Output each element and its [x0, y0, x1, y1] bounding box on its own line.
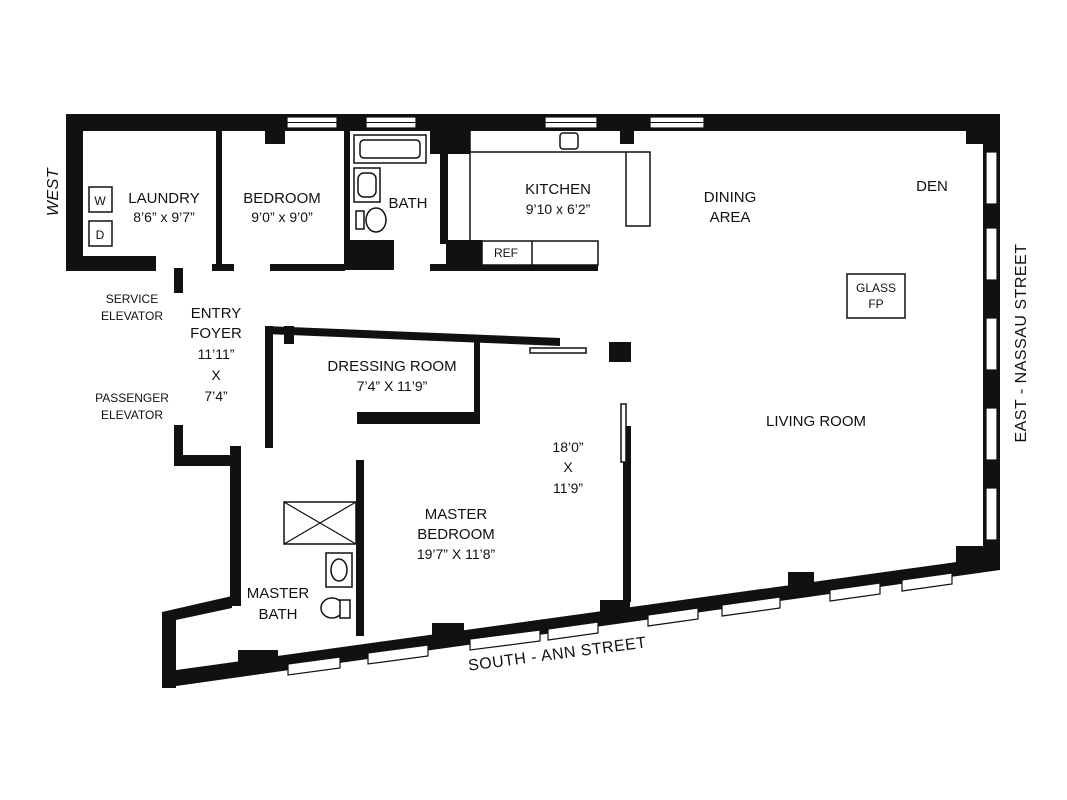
- living-dim-line2: X: [563, 459, 573, 475]
- living-dim-line1: 18’0”: [552, 439, 583, 455]
- kitchen-size: 9’10 x 6’2”: [526, 201, 591, 217]
- entry-line2: FOYER: [190, 325, 242, 342]
- west-label: WEST: [45, 167, 62, 216]
- den-name: DEN: [916, 178, 948, 195]
- fireplace-line2: FP: [868, 297, 883, 311]
- interior-walls: [66, 131, 631, 636]
- dryer-label: D: [96, 228, 105, 242]
- living-name: LIVING ROOM: [766, 413, 866, 430]
- kitchen-sink: [559, 132, 579, 150]
- fireplace-line1: GLASS: [856, 281, 896, 295]
- washer-label: W: [94, 194, 106, 208]
- glass-fireplace: [846, 273, 906, 319]
- windows: [286, 116, 998, 676]
- dryer-icon: [88, 220, 113, 247]
- dining-line1: DINING: [704, 189, 757, 206]
- dining-line2: AREA: [710, 209, 751, 226]
- entry-line4: X: [211, 367, 221, 383]
- living-dim-line3: 11’9”: [553, 480, 583, 496]
- service-elevator-line2: ELEVATOR: [101, 309, 163, 323]
- master-bath-line1: MASTER: [247, 585, 310, 602]
- master-bath-line2: BATH: [259, 606, 298, 623]
- fixtures: [88, 131, 906, 619]
- toilet-icon: [365, 207, 387, 233]
- ref-label: REF: [494, 246, 518, 260]
- master-bedroom-line1: MASTER: [425, 506, 488, 523]
- entry-line3: 11’11”: [198, 346, 235, 362]
- kitchen-name: KITCHEN: [525, 181, 591, 198]
- laundry-name: LAUNDRY: [128, 190, 199, 207]
- dressing-name: DRESSING ROOM: [327, 358, 456, 375]
- entry-line5: 7’4”: [204, 388, 228, 404]
- washer-icon: [88, 186, 113, 213]
- passenger-elevator-line1: PASSENGER: [95, 391, 169, 405]
- entry-line1: ENTRY: [191, 305, 242, 322]
- master-bedroom-line2: BEDROOM: [417, 526, 495, 543]
- service-elevator-line1: SERVICE: [106, 292, 158, 306]
- bath-name: BATH: [389, 195, 428, 212]
- bedroom-name: BEDROOM: [243, 190, 321, 207]
- laundry-size: 8’6” x 9’7”: [133, 209, 195, 225]
- bedroom-size: 9’0” x 9’0”: [251, 209, 313, 225]
- labels: WEST EAST - NASSAU STREET SOUTH - ANN ST…: [45, 167, 1030, 675]
- master-bedroom-size: 19’7” X 11’8”: [417, 546, 496, 562]
- dressing-size: 7’4” X 11’9”: [357, 378, 428, 394]
- east-street-label: EAST - NASSAU STREET: [1013, 243, 1030, 442]
- passenger-elevator-line2: ELEVATOR: [101, 408, 163, 422]
